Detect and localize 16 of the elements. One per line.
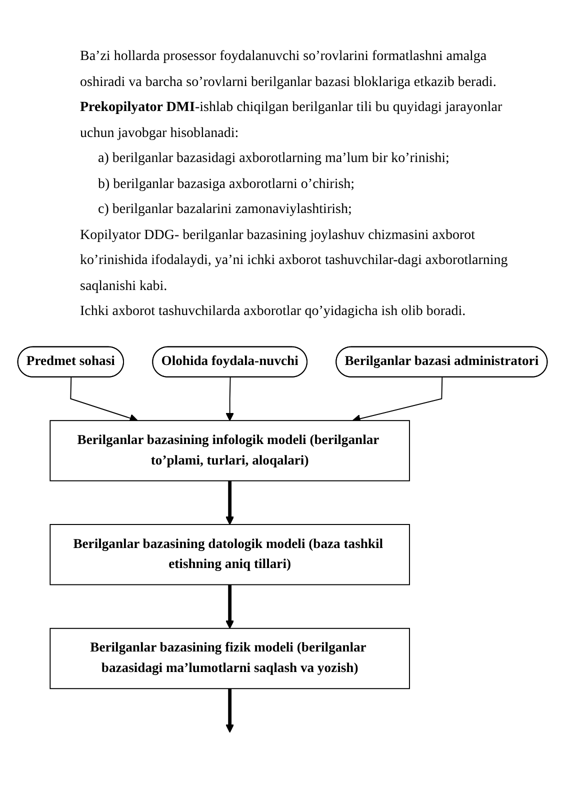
list-item: b) berilganlar bazasiga axborotlarni o’chirish; bbox=[97, 176, 356, 194]
node-box: Berilganlar bazasining infologik modeli (berilganlar to’plami, turlari, aloqalari) bbox=[50, 420, 410, 481]
arrow bbox=[226, 688, 234, 732]
paragraph: Ba’zi hollarda prosessor foydalanuvchi so’rovlarini formatlashni amalga oshiradi va barcha so’rovlarni berilganlar bazasi bloklariga etkazib beradi. bbox=[80, 48, 498, 92]
node-box: Berilganlar bazasining fizik modeli (berilganlar bazasidagi ma’lumotlarni saqlash va yozish) bbox=[50, 627, 410, 689]
paragraph: Ichki axborot tashuvchilarda axborotlar qo’yidagicha ish olib boradi. bbox=[80, 303, 467, 321]
list-item: c) berilganlar bazalarini zamonaviylashtirish; bbox=[97, 201, 353, 219]
arrow bbox=[226, 584, 234, 628]
list-item: a) berilganlar bazasidagi axborotlarning ma’lum bir ko’rinishi; bbox=[97, 150, 450, 168]
arrow bbox=[70, 376, 138, 422]
paragraph: Kopilyator DDG- berilganlar bazasining joylashuv chizmasini axborot ko’rinishida ifodalaydi, ya’ni ichki axborot tashuvchilar-dagi axborotlarning saqlanishi kabi. bbox=[80, 226, 509, 296]
arrow bbox=[352, 376, 443, 422]
arrow bbox=[226, 480, 234, 524]
arrow bbox=[226, 376, 234, 420]
node-box: Berilganlar bazasining datologik modeli (baza tashkil etishning aniq tillari) bbox=[50, 524, 410, 585]
paragraph: Prekopilyator DMI-ishlab chiqilgan berilganlar tili bu quyidagi jarayonlar uchun javobgar hisoblanadi: bbox=[80, 99, 504, 142]
